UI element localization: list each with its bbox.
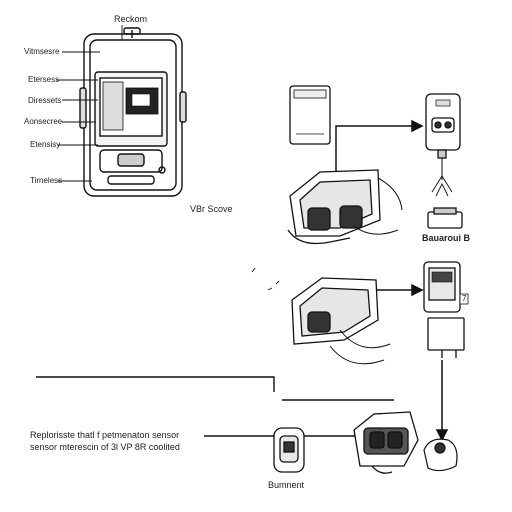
device-title: Reckom: [114, 14, 147, 24]
sensor-card: [290, 86, 330, 144]
tablet-device: [424, 262, 468, 312]
arrow-top: [336, 121, 422, 172]
bottom-device-label: Bumnent: [268, 480, 304, 490]
connector-vertical: [437, 360, 447, 440]
caption-line-2: sensor mterescin of 3l VP 8R coolited: [30, 442, 180, 452]
bottom-device: [274, 428, 304, 472]
small-tag: 7: [462, 294, 466, 304]
sketch-marks: [252, 268, 279, 290]
vr-scene-label: VBr Scove: [190, 204, 233, 214]
board-label: Bauaroui B: [422, 233, 470, 243]
vr-headset-top: [288, 170, 402, 244]
board-icon: [428, 208, 462, 228]
callout-label-4: Aonsecree: [24, 117, 62, 127]
horizontal-rule: [36, 377, 394, 400]
vr-headset-bottom: [354, 412, 418, 473]
arrow-middle: [376, 285, 422, 295]
caption-line-1: Replorisste thatl f petmenaton sensor: [30, 430, 179, 440]
callout-label-5: Etensisy: [30, 140, 60, 150]
callout-label-6: Tirneless: [30, 176, 62, 186]
callout-label-2: Etersess: [28, 75, 59, 85]
sensor-box: [428, 318, 464, 358]
vr-headset-middle: [292, 278, 390, 364]
camera-module: [426, 94, 460, 196]
callout-label-3: Diressets: [28, 96, 61, 106]
callout-label-1: Vitmsesre: [24, 47, 59, 57]
handheld-device: [80, 28, 186, 196]
hand-sensor: [424, 439, 457, 470]
